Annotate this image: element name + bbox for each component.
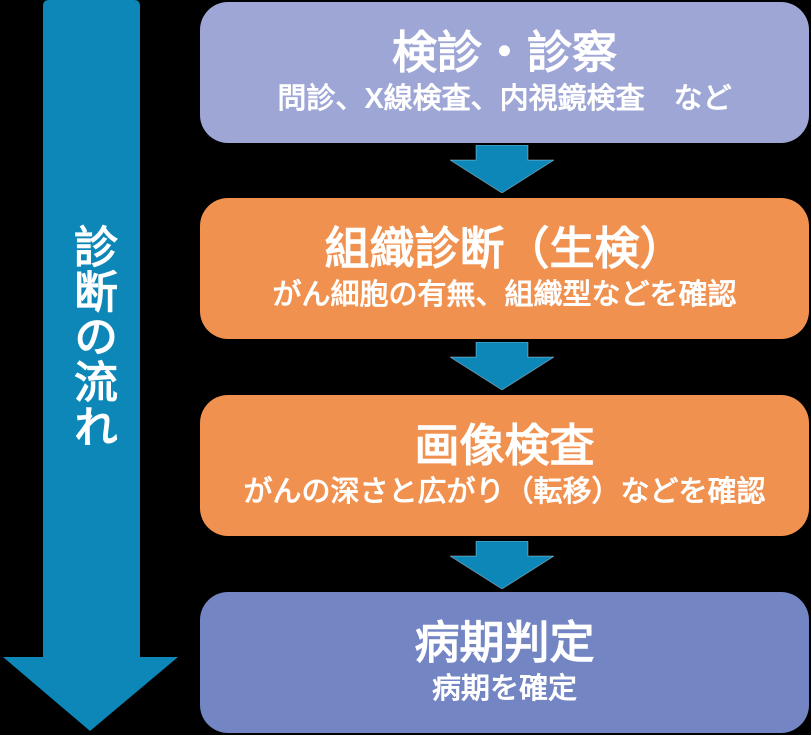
down-arrow-icon xyxy=(450,145,554,193)
down-arrow-icon xyxy=(450,342,554,390)
step-tissue-diagnosis-title: 組織診断（生検） xyxy=(324,223,685,275)
step-imaging-subtitle: がんの深さと広がり（転移）などを確認 xyxy=(243,475,766,508)
step-screening-title: 検診・診察 xyxy=(391,27,617,79)
step-imaging-box: 画像検査 がんの深さと広がり（転移）などを確認 xyxy=(200,395,809,536)
step-screening-box: 検診・診察 問診、X線検査、内視鏡検査 など xyxy=(200,2,809,143)
step-tissue-diagnosis-box: 組織診断（生検） がん細胞の有無、組織型などを確認 xyxy=(200,198,809,339)
step-tissue-diagnosis-subtitle: がん細胞の有無、組織型などを確認 xyxy=(272,278,737,311)
down-arrow-icon xyxy=(450,541,554,589)
step-staging-box: 病期判定 病期を確定 xyxy=(200,592,809,733)
step-screening-subtitle: 問診、X線検査、内視鏡検査 など xyxy=(277,82,732,115)
step-imaging-title: 画像検査 xyxy=(414,420,595,472)
flow-down-arrow xyxy=(3,0,178,731)
flow-label: 診断の流れ xyxy=(67,224,116,449)
step-staging-title: 病期判定 xyxy=(414,617,595,669)
step-staging-subtitle: 病期を確定 xyxy=(431,672,577,705)
